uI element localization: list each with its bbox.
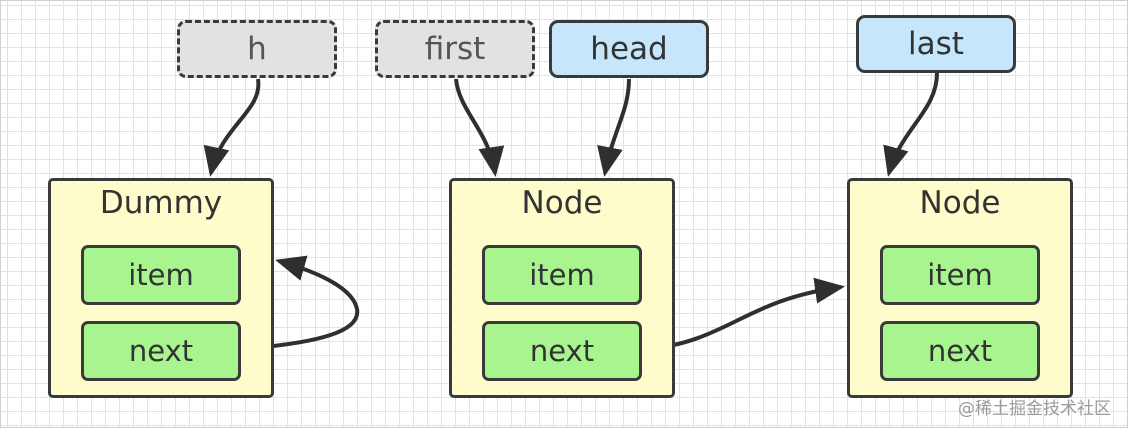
watermark: @稀土掘金技术社区 bbox=[958, 399, 1111, 419]
pointer-first-label: first bbox=[424, 31, 486, 67]
node-2: Node item next bbox=[847, 178, 1073, 398]
pointer-head: head bbox=[549, 20, 709, 78]
arrow-head-to-node1 bbox=[597, 78, 631, 177]
node-dummy-next-field: next bbox=[81, 321, 241, 381]
node-2-next-field: next bbox=[880, 321, 1040, 381]
arrow-last-to-node2 bbox=[883, 72, 939, 177]
pointer-last-label: last bbox=[908, 26, 964, 62]
node-dummy: Dummy item next bbox=[48, 178, 274, 398]
pointer-last: last bbox=[856, 15, 1016, 73]
arrow-first-to-node1 bbox=[454, 78, 505, 177]
node-2-title: Node bbox=[919, 185, 1001, 221]
node-1-title: Node bbox=[521, 185, 603, 221]
node-dummy-title: Dummy bbox=[99, 185, 223, 221]
node-1-item-field: item bbox=[482, 245, 642, 305]
node-2-item-field: item bbox=[880, 245, 1040, 305]
pointer-head-label: head bbox=[590, 31, 668, 67]
node-dummy-item-field: item bbox=[81, 245, 241, 305]
pointer-first: first bbox=[375, 20, 535, 78]
node-1-next-field: next bbox=[482, 321, 642, 381]
pointer-h-label: h bbox=[247, 31, 267, 67]
pointer-h: h bbox=[177, 20, 337, 78]
node-1: Node item next bbox=[449, 178, 675, 398]
arrow-dummy-next-self bbox=[240, 255, 360, 351]
arrow-h-to-dummy bbox=[203, 78, 261, 177]
